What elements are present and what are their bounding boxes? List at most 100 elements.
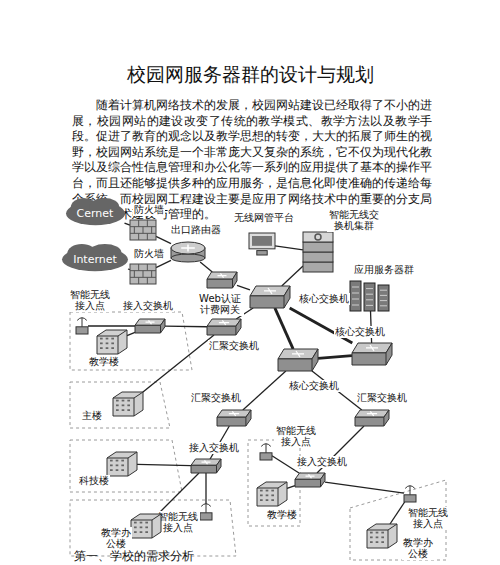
device-label: 智能无线交换机集群 <box>327 209 381 232</box>
switch-icon <box>278 349 318 359</box>
network-device: Web认证计费网关 <box>207 272 237 288</box>
access-point-icon <box>260 453 272 460</box>
switch-icon <box>207 319 241 326</box>
cloud-shape <box>66 198 125 225</box>
device-label: 出口路由器 <box>170 224 222 236</box>
device-label: 汇聚交换机 <box>208 340 260 352</box>
network-device: 核心交换机 <box>352 343 392 365</box>
device-label: 汇聚交换机 <box>356 392 408 404</box>
zone-outline <box>248 440 300 526</box>
network-link <box>156 260 171 267</box>
network-device: 教学办公楼 <box>131 514 161 538</box>
device-icon <box>97 330 127 354</box>
access-point-icon <box>404 495 416 502</box>
network-device: 教学楼 <box>97 330 127 354</box>
network-link <box>275 246 303 250</box>
network-link <box>88 325 135 326</box>
switch-stack-unit <box>303 242 333 252</box>
building-icon <box>107 452 137 476</box>
network-device: 教学楼 <box>257 482 287 506</box>
device-icon <box>113 392 143 416</box>
device-label: 接入交换机 <box>188 442 240 454</box>
building-icon <box>113 392 143 416</box>
network-device: 主楼 <box>113 392 143 416</box>
network-device: 汇聚交换机 <box>207 319 241 335</box>
network-device: 接入交换机 <box>191 459 221 473</box>
device-label: 接入交换机 <box>122 300 174 312</box>
device-icon <box>352 343 392 365</box>
building-icon <box>97 330 127 354</box>
device-label: 核心交换机 <box>298 293 350 305</box>
network-device: 核心交换机 <box>278 349 318 371</box>
switch-icon <box>191 459 221 465</box>
device-label: 应用服务器群 <box>353 264 415 276</box>
device-icon <box>349 281 391 311</box>
switch-icon <box>352 343 392 353</box>
device-icon <box>135 319 165 333</box>
network-device: 核心交换机 <box>250 286 290 308</box>
device-icon <box>107 452 137 476</box>
network-link <box>282 266 303 286</box>
zone-outline <box>70 382 170 428</box>
network-link <box>390 502 405 524</box>
network-device: 智能无线接入点 <box>76 318 88 334</box>
device-icon <box>207 272 237 288</box>
network-cloud: Internet <box>62 244 128 272</box>
network-device: 汇聚交换机 <box>355 410 389 426</box>
server-rack <box>364 283 375 311</box>
device-icon <box>355 410 389 426</box>
network-device: 出口路由器 <box>171 242 205 262</box>
access-point-icon <box>200 513 212 520</box>
switch-stack-unit <box>303 252 333 262</box>
monitor-icon <box>249 233 275 249</box>
device-icon <box>131 514 161 538</box>
device-icon <box>76 318 88 334</box>
zone-outline <box>70 312 192 370</box>
server-rack <box>378 285 389 311</box>
network-link <box>237 285 250 290</box>
cloud-label: Internet <box>73 253 117 266</box>
section-heading: 第一、学校的需求分析 <box>74 549 374 563</box>
network-link <box>318 356 352 359</box>
device-icon <box>217 410 251 426</box>
switch-icon <box>207 272 237 279</box>
device-label: 无线网管平台 <box>233 212 295 224</box>
device-icon <box>191 459 221 473</box>
switch-icon <box>135 319 165 325</box>
network-link <box>205 473 206 504</box>
network-device: 防火墙 <box>130 264 156 284</box>
device-label: 教学办公楼 <box>100 527 132 550</box>
building-icon <box>257 482 287 506</box>
network-link <box>158 473 199 514</box>
device-icon <box>278 349 318 371</box>
network-device: 智能无线交换机集群 <box>303 232 333 272</box>
network-device: 汇聚交换机 <box>217 410 251 426</box>
network-device: 科技楼 <box>107 452 137 476</box>
device-label: 科技楼 <box>78 475 110 487</box>
building-icon <box>367 524 397 548</box>
switch-stack-unit <box>303 262 333 272</box>
device-label: 智能无线接入点 <box>406 507 450 530</box>
device-label: 主楼 <box>81 410 103 422</box>
firewall-icon <box>130 264 156 284</box>
network-link <box>127 332 135 335</box>
page-title: 校园网服务器群的设计与规划 <box>0 62 500 88</box>
switch-stack-unit <box>303 232 333 242</box>
device-label: 防火墙 <box>133 204 165 216</box>
body-paragraph: 随着计算机网络技术的发展，校园网站建设已经取得了不小的进展，校园网站的建设改变了… <box>72 98 432 223</box>
device-label: 教学办公楼 <box>402 537 434 560</box>
switch-icon <box>355 410 389 417</box>
cloud-shape <box>62 244 128 271</box>
switch-icon <box>295 473 325 479</box>
network-link <box>287 486 295 489</box>
zone-outline <box>70 440 182 492</box>
device-label: 智能无线接入点 <box>68 289 112 312</box>
network-link <box>272 456 299 473</box>
device-label: Web认证计费网关 <box>196 293 244 316</box>
device-icon <box>250 286 290 308</box>
network-device: 接入交换机 <box>135 319 165 333</box>
device-icon <box>200 504 212 520</box>
network-link <box>200 262 212 272</box>
device-label: 智能无线接入点 <box>156 511 200 534</box>
device-label: 接入交换机 <box>296 456 348 468</box>
